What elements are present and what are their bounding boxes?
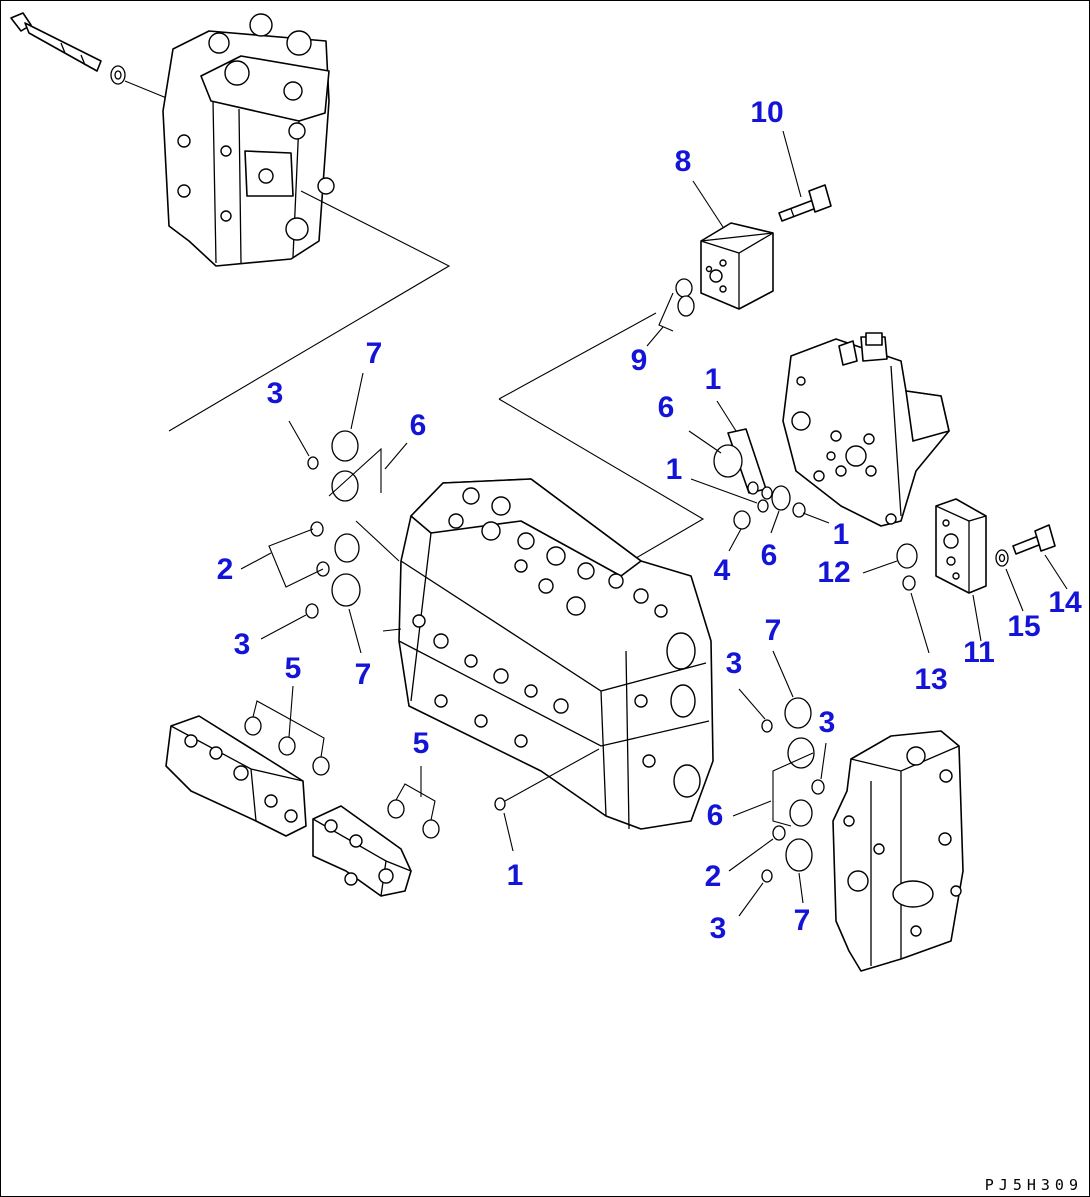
callout-8: 8	[675, 145, 692, 178]
block-11	[935, 498, 987, 594]
leader-3a	[288, 420, 310, 457]
leader-1a	[503, 812, 514, 852]
top-valve-section	[162, 13, 335, 267]
callout-1: 1	[507, 859, 524, 892]
callout-2: 2	[705, 860, 722, 893]
o-ring-12	[896, 543, 918, 569]
callout-5: 5	[413, 727, 430, 760]
washer	[110, 65, 126, 85]
leader-8	[692, 180, 724, 228]
callout-10: 10	[750, 96, 783, 129]
leader-6d	[732, 800, 772, 817]
leader-6c	[770, 510, 780, 534]
main-valve-body	[382, 478, 714, 830]
callout-3: 3	[267, 377, 284, 410]
callout-1: 1	[833, 518, 850, 551]
callout-6: 6	[410, 409, 427, 442]
o-rings-9	[658, 278, 695, 332]
leader-6a	[384, 442, 408, 470]
callout-1: 1	[705, 363, 722, 396]
assembly-line	[124, 80, 170, 100]
assembly-line	[498, 398, 705, 562]
leader-3d	[820, 742, 827, 780]
leader-1c	[690, 478, 758, 504]
callout-7: 7	[794, 904, 811, 937]
leader-5a	[288, 685, 294, 738]
leader-10	[782, 130, 802, 198]
o-rings-5-right	[387, 783, 440, 839]
leader-7a	[350, 372, 364, 430]
leader-2b	[728, 838, 774, 872]
leader-11	[972, 594, 982, 642]
seal-group-left	[268, 430, 400, 619]
leader-2a	[240, 552, 272, 570]
callout-6: 6	[761, 539, 778, 572]
callout-3: 3	[710, 912, 727, 945]
callout-6: 6	[658, 391, 675, 424]
callout-2: 2	[217, 553, 234, 586]
callout-1: 1	[666, 453, 683, 486]
end-piece-left	[165, 715, 307, 837]
right-valve-section	[782, 332, 950, 527]
leader-3c	[738, 688, 766, 720]
leader-1d	[802, 512, 830, 524]
end-piece-right	[312, 805, 412, 897]
callout-12: 12	[817, 556, 850, 589]
callout-15: 15	[1007, 610, 1040, 643]
leader-7c	[772, 650, 794, 698]
leader-14	[1044, 554, 1068, 590]
callout-3: 3	[819, 706, 836, 739]
assembly-line	[168, 190, 451, 432]
leader-9	[646, 326, 664, 347]
leader-3b	[260, 614, 307, 640]
callout-9: 9	[631, 344, 648, 377]
callout-11: 11	[963, 636, 995, 669]
callout-13: 13	[914, 663, 947, 696]
callout-5: 5	[285, 652, 302, 685]
o-ring-1-bottom	[494, 748, 600, 811]
tie-bolt	[10, 12, 102, 72]
o-ring-13	[902, 575, 916, 591]
washer-15	[995, 549, 1009, 567]
seal-group-right-lower	[761, 697, 825, 883]
leader-12	[862, 560, 898, 574]
leader-7d	[798, 872, 804, 904]
callout-6: 6	[707, 799, 724, 832]
callout-14: 14	[1048, 586, 1082, 619]
callout-3: 3	[726, 647, 743, 680]
leader-3e	[738, 882, 764, 917]
leader-13	[910, 592, 930, 654]
leader-7b	[348, 608, 362, 654]
bolt-10	[778, 184, 832, 222]
callout-4: 4	[714, 554, 731, 587]
drawing-code: PJ5H309	[984, 1176, 1083, 1194]
callout-7: 7	[355, 658, 372, 691]
callout-7: 7	[765, 614, 782, 647]
right-end-section	[832, 730, 964, 972]
leader-6b	[688, 430, 722, 454]
leader-4	[728, 528, 742, 552]
callout-3: 3	[234, 628, 251, 661]
callout-7: 7	[366, 337, 383, 370]
pilot-block-8	[700, 222, 774, 310]
bolt-14	[1012, 524, 1056, 555]
assembly-line	[498, 312, 657, 400]
leader-15	[1005, 568, 1024, 612]
leader-1b	[716, 400, 737, 432]
